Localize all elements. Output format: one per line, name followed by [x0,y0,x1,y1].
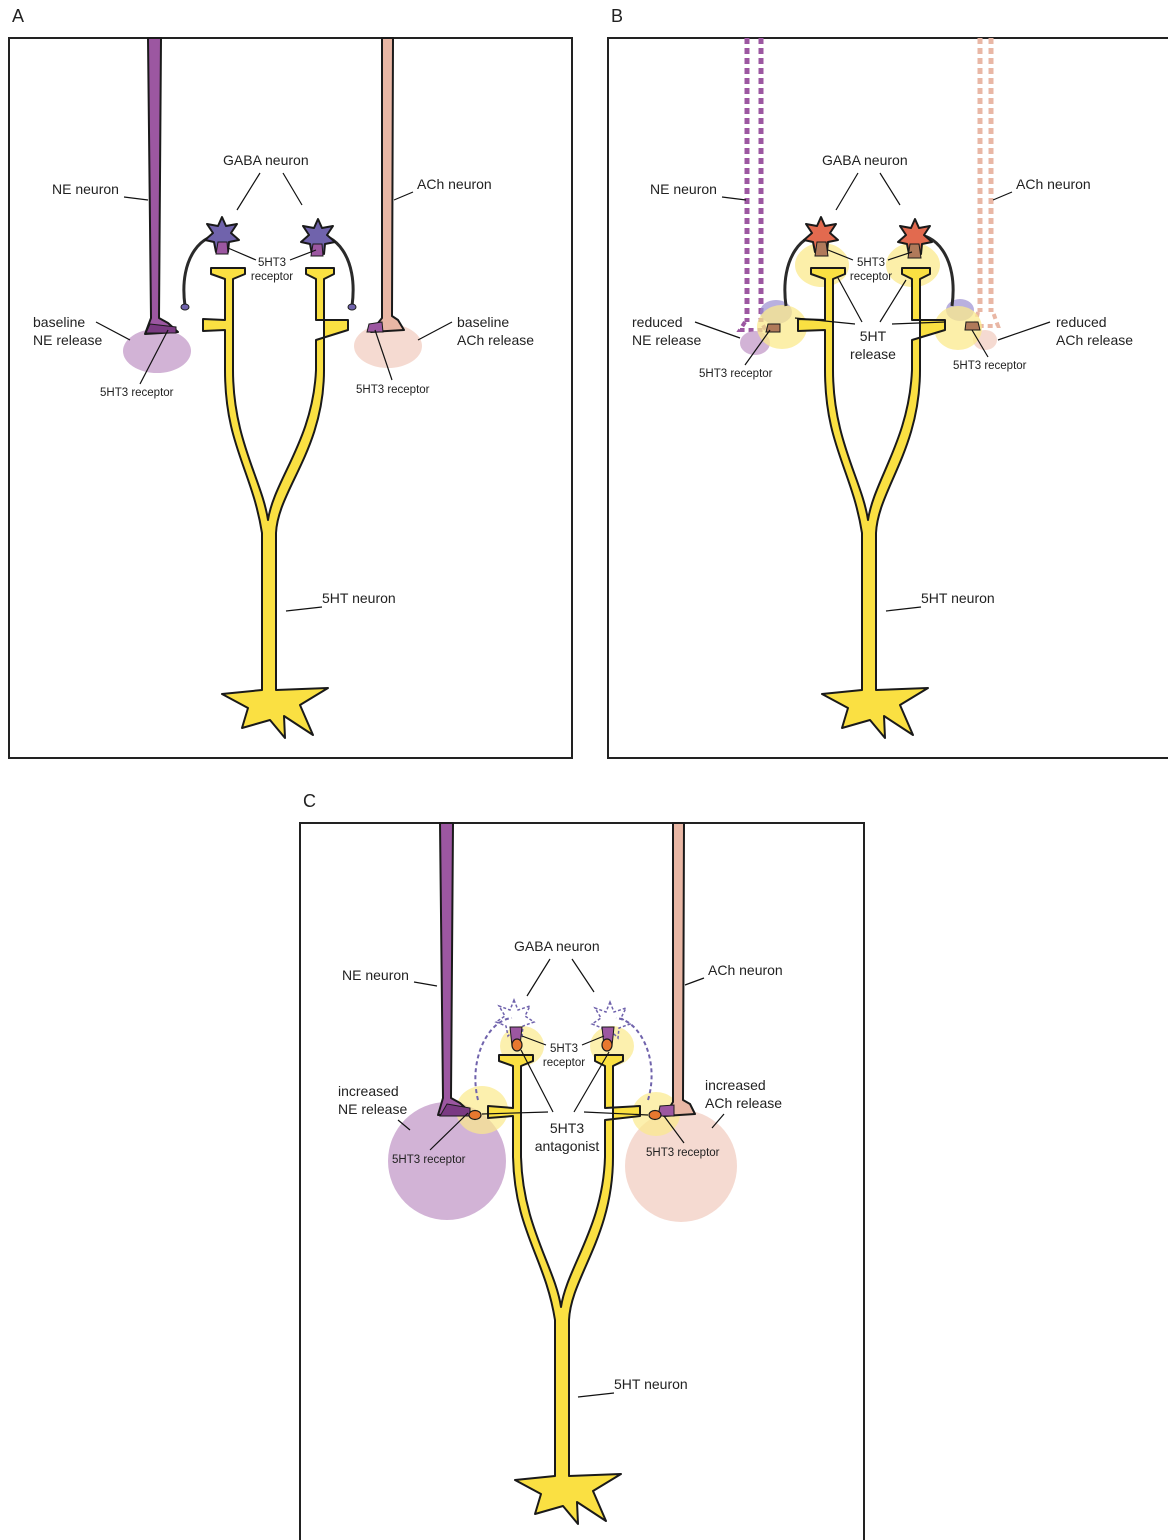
panel-b-frame [608,38,1168,758]
gaba-receptor-label-1: 5HT3 [258,257,286,269]
ach-receptor-label: 5HT3 receptor [646,1147,720,1159]
antagonist-label-1: 5HT3 [550,1120,584,1136]
gaba-neuron-right [301,219,356,310]
ach-receptor-label: 5HT3 receptor [953,360,1027,372]
serotonin-neuron [203,268,348,738]
ne-release-label-2: NE release [632,332,701,348]
ach-neuron-label: ACh neuron [708,962,783,978]
serotonin-neuron-label: 5HT neuron [614,1376,688,1392]
gaba-receptor-label-1: 5HT3 [857,257,885,269]
serotonin-release-label-1: 5HT [860,328,887,344]
serotonin-release-label-2: release [850,346,896,362]
ne-neuron-inactive [740,38,766,330]
gaba-receptor-label-2: receptor [850,271,892,283]
ne-receptor [766,324,780,332]
ach-receptor-label: 5HT3 receptor [356,384,430,396]
ne-neuron-label: NE neuron [342,967,409,983]
panel-a-letter: A [12,6,24,26]
ach-release-label-2: ACh release [457,332,534,348]
gaba-neuron-label: GABA neuron [514,938,600,954]
ne-release-label-1: reduced [632,314,683,330]
ne-neuron-label: NE neuron [52,181,119,197]
gaba-neuron-label: GABA neuron [822,152,908,168]
ne-release-label-2: NE release [33,332,102,348]
ach-release-label-1: increased [705,1077,766,1093]
gaba-receptor-label-2: receptor [251,271,293,283]
panel-c-letter: C [303,791,316,811]
ne-neuron [438,823,472,1116]
panel-a-frame [9,38,572,758]
ach-receptor [965,322,980,330]
ach-release-label-1: reduced [1056,314,1107,330]
ne-neuron-label: NE neuron [650,181,717,197]
panel-c: C [300,791,864,1540]
ne-release-label-1: increased [338,1083,399,1099]
panel-a: A NE [9,6,572,758]
ach-neuron-label: ACh neuron [417,176,492,192]
panel-c-frame [300,823,864,1540]
ach-neuron [367,38,404,332]
panel-b: B [608,6,1168,758]
ne-release-label-2: NE release [338,1101,407,1117]
ach-neuron-inactive [975,38,998,326]
antagonist-label-2: antagonist [535,1138,600,1154]
gaba-receptor-label-1: 5HT3 [550,1043,578,1055]
ne-receptor-label: 5HT3 receptor [699,368,773,380]
ach-release-label-2: ACh release [1056,332,1133,348]
ach-release-label-1: baseline [457,314,509,330]
panel-b-letter: B [611,6,623,26]
serotonin-neuron-label: 5HT neuron [921,590,995,606]
gaba-neuron-label: GABA neuron [223,152,309,168]
gaba-receptor-label-2: receptor [543,1057,585,1069]
ne-receptor-label: 5HT3 receptor [100,387,174,399]
ach-neuron-label: ACh neuron [1016,176,1091,192]
ne-neuron [145,38,178,334]
ach-neuron [658,823,695,1116]
serotonin-neuron-label: 5HT neuron [322,590,396,606]
ne-receptor-label: 5HT3 receptor [392,1154,466,1166]
ne-release-label-1: baseline [33,314,85,330]
ach-release-label-2: ACh release [705,1095,782,1111]
